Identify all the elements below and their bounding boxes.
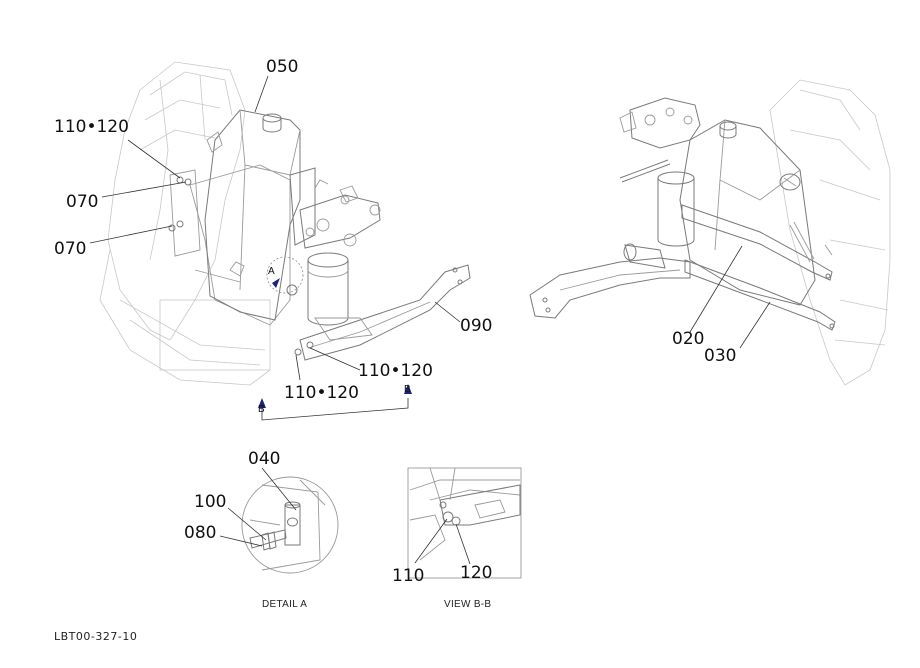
left-assembly xyxy=(99,61,471,386)
callout-110-120-bottom: 110•120 xyxy=(284,383,359,403)
section-b-left-arrow-icon xyxy=(258,398,266,408)
callout-070-a: 070 xyxy=(66,192,98,212)
detail-a-view xyxy=(241,476,339,574)
section-b-right-label: B xyxy=(404,384,411,395)
document-reference: LBT00-327-10 xyxy=(54,630,137,643)
callout-040: 040 xyxy=(248,449,280,469)
callout-070-b: 070 xyxy=(54,239,86,259)
callout-090: 090 xyxy=(460,316,492,336)
callout-120-view: 120 xyxy=(460,563,492,583)
section-b-left-label: B xyxy=(258,404,265,415)
callout-110-120-top: 110•120 xyxy=(54,117,129,137)
right-assembly xyxy=(529,79,891,386)
caption-detail-a: DETAIL A xyxy=(262,599,307,610)
callout-020: 020 xyxy=(672,329,704,349)
callout-050: 050 xyxy=(266,57,298,77)
callout-080: 080 xyxy=(184,523,216,543)
view-bb xyxy=(407,467,522,579)
section-a-arrow-icon xyxy=(272,278,280,288)
caption-view-bb: VIEW B-B xyxy=(444,599,491,610)
section-a-label: A xyxy=(268,266,275,277)
callout-030: 030 xyxy=(704,346,736,366)
callout-110-view: 110 xyxy=(392,566,424,586)
callout-labels: 050 110•120 070 070 090 110•120 110•120 … xyxy=(54,57,736,586)
callout-100: 100 xyxy=(194,492,226,512)
section-b-right-arrow-icon xyxy=(404,384,412,394)
callout-110-120-right: 110•120 xyxy=(358,361,433,381)
section-markers: A B B xyxy=(258,266,412,415)
leader-lines xyxy=(89,75,771,565)
